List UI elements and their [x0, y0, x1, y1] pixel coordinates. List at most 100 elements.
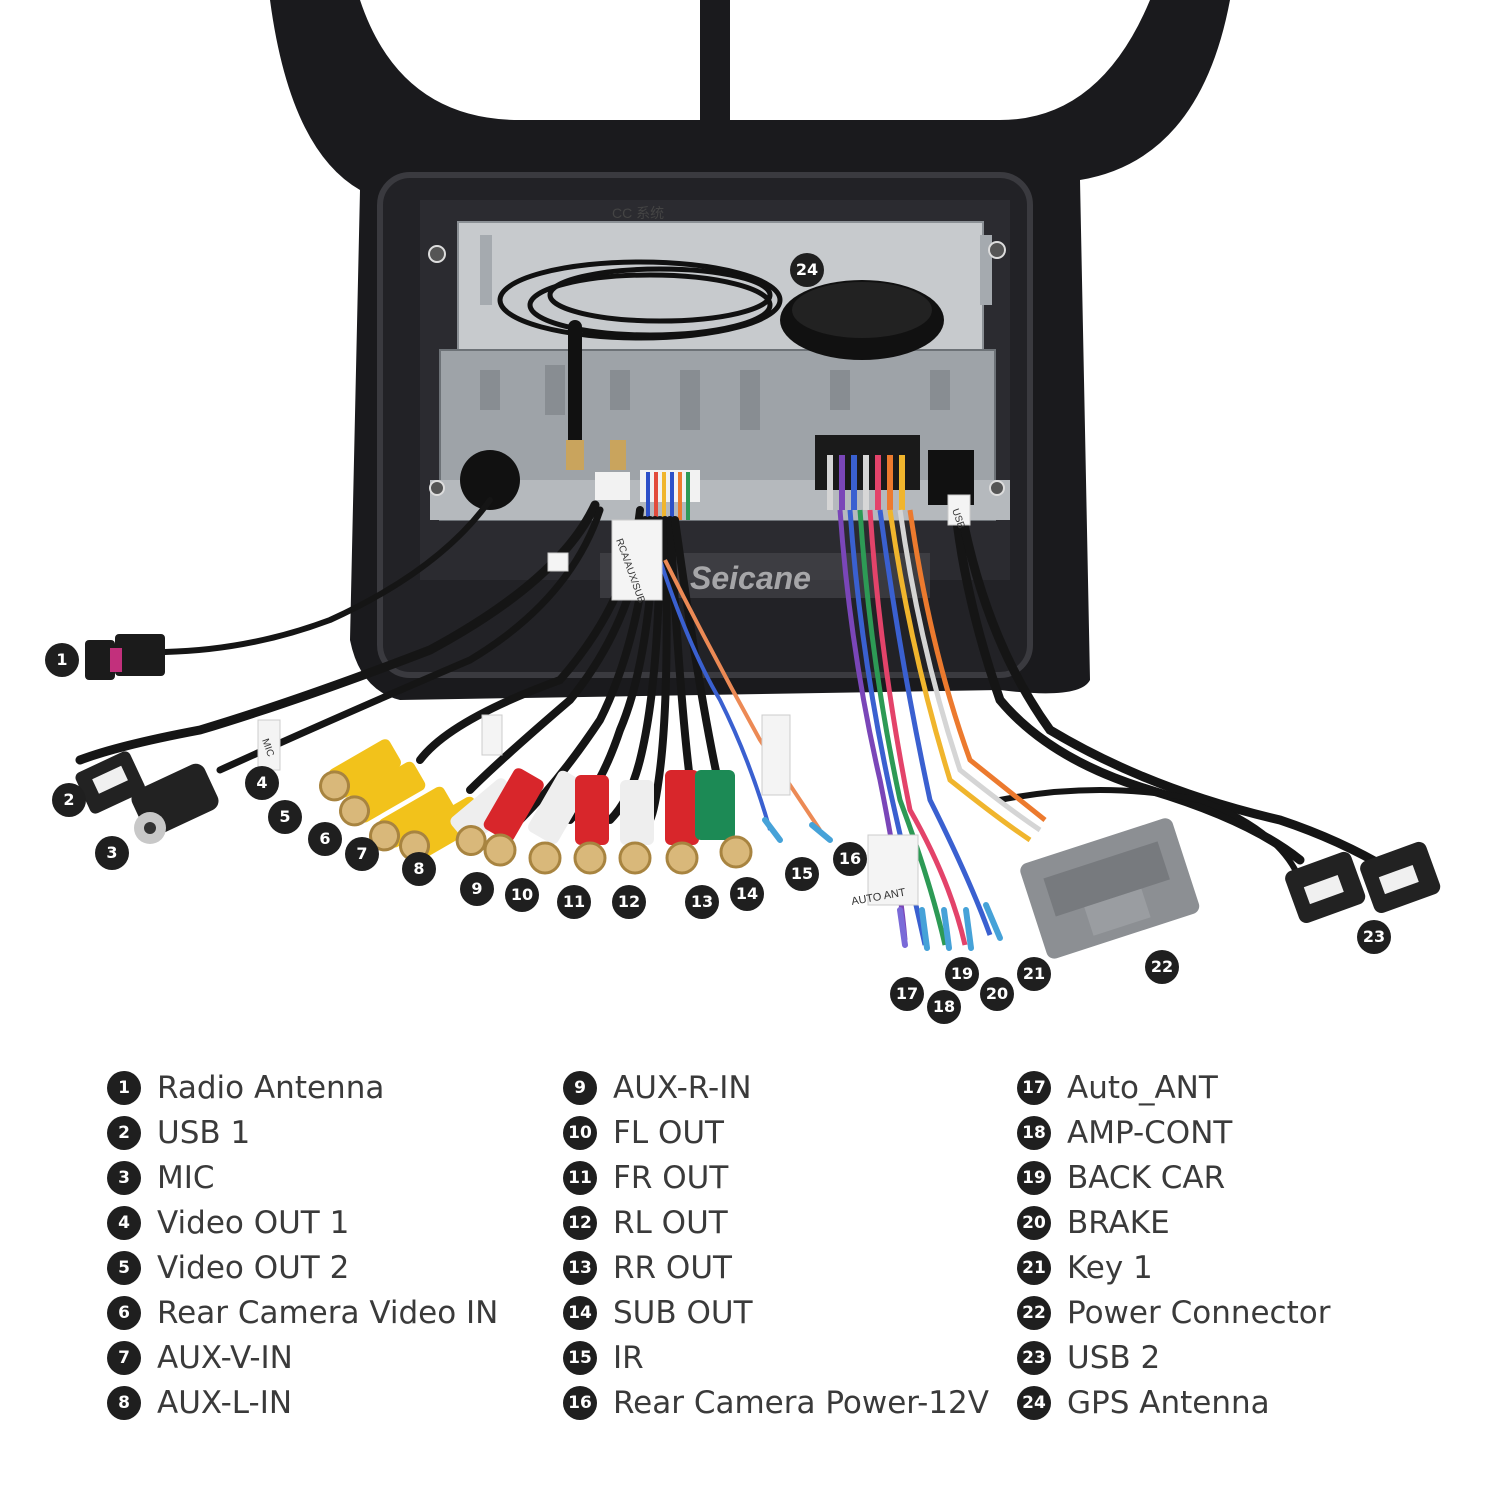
mounting-screws [428, 241, 1006, 496]
callout-17: 17 [890, 977, 924, 1011]
legend-number: 10 [563, 1115, 597, 1150]
legend-number: 24 [1017, 1385, 1051, 1420]
legend-label: FR OUT [613, 1159, 729, 1196]
gps-antenna [780, 280, 944, 360]
legend-number: 14 [563, 1295, 597, 1330]
legend-item: 13 RR OUT [563, 1245, 989, 1290]
usb2-connectors [1285, 841, 1441, 924]
legend-number: 8 [107, 1385, 141, 1420]
brand-watermark: Seicane [690, 560, 811, 596]
legend-label: RL OUT [613, 1204, 728, 1241]
legend-number: 5 [107, 1250, 141, 1285]
callout-15: 15 [785, 857, 819, 891]
callout-3: 3 [95, 836, 129, 870]
power-connector [1020, 818, 1200, 959]
callout-12: 12 [612, 885, 646, 919]
legend-number: 12 [563, 1205, 597, 1240]
dash-center-strut [700, 0, 730, 170]
legend-label: AMP-CONT [1067, 1114, 1233, 1151]
legend-number: 3 [107, 1160, 141, 1195]
legend-label: FL OUT [613, 1114, 724, 1151]
legend-label: Rear Camera Power-12V [613, 1384, 989, 1421]
legend-number: 18 [1017, 1115, 1051, 1150]
legend-number: 20 [1017, 1205, 1051, 1240]
callout-24: 24 [790, 253, 824, 287]
legend-item: 5 Video OUT 2 [107, 1245, 498, 1290]
callout-20: 20 [980, 977, 1014, 1011]
unit-top-badge: CC 系统 [612, 205, 664, 221]
legend-label: RR OUT [613, 1249, 732, 1286]
callout-16: 16 [833, 842, 867, 876]
legend-number: 2 [107, 1115, 141, 1150]
legend-label: MIC [157, 1159, 215, 1196]
legend-item: 24 GPS Antenna [1017, 1380, 1330, 1425]
legend-item: 1 Radio Antenna [107, 1065, 498, 1110]
callout-5: 5 [268, 800, 302, 834]
legend-label: BACK CAR [1067, 1159, 1226, 1196]
legend-number: 13 [563, 1250, 597, 1285]
callout-10: 10 [505, 878, 539, 912]
legend-label: Video OUT 2 [157, 1249, 350, 1286]
callout-11: 11 [557, 885, 591, 919]
power-harness-wires-top [827, 455, 905, 510]
wiring-diagram: CC 系统 RCA/AUX/SUB USB MIC AUTO ANT [75, 0, 1441, 959]
gps-cable-coil [497, 259, 783, 341]
callout-7: 7 [345, 837, 379, 871]
legend-item: 10 FL OUT [563, 1110, 989, 1155]
sma-connectors [566, 440, 626, 470]
callout-13: 13 [685, 885, 719, 919]
thin-wires [658, 559, 822, 832]
callout-18: 18 [927, 990, 961, 1024]
legend-label: Auto_ANT [1067, 1069, 1218, 1106]
legend-number: 16 [563, 1385, 597, 1420]
legend-label: Key 1 [1067, 1249, 1153, 1286]
rca-harness-connector [595, 472, 630, 500]
legend-label: GPS Antenna [1067, 1384, 1270, 1421]
legend-item: 17 Auto_ANT [1017, 1065, 1330, 1110]
legend-number: 1 [107, 1070, 141, 1105]
legend-label: Rear Camera Video IN [157, 1294, 499, 1331]
legend-label: SUB OUT [613, 1294, 753, 1331]
fakra-connector [85, 634, 165, 680]
legend-number: 4 [107, 1205, 141, 1240]
legend-item: 20 BRAKE [1017, 1200, 1330, 1245]
wire-tips [762, 817, 1003, 951]
legend-number: 22 [1017, 1295, 1051, 1330]
legend-item: 23 USB 2 [1017, 1335, 1330, 1380]
legend-number: 19 [1017, 1160, 1051, 1195]
wifi-antenna [568, 320, 582, 450]
callout-9: 9 [460, 872, 494, 906]
callout-21: 21 [1017, 957, 1051, 991]
legend-label: IR [613, 1339, 644, 1376]
legend-item: 14 SUB OUT [563, 1290, 989, 1335]
callout-2: 2 [52, 783, 86, 817]
legend-number: 23 [1017, 1340, 1051, 1375]
callout-4: 4 [245, 766, 279, 800]
legend-label: USB 2 [1067, 1339, 1161, 1376]
rca-plugs [319, 739, 753, 875]
callout-23: 23 [1357, 920, 1391, 954]
chassis-ribs [480, 365, 950, 430]
cable-tags [257, 494, 971, 906]
legend-item: 18 AMP-CONT [1017, 1110, 1330, 1155]
legend-label: Radio Antenna [157, 1069, 385, 1106]
legend-item: 3 MIC [107, 1155, 498, 1200]
mic-jack [131, 763, 219, 844]
callout-19: 19 [945, 957, 979, 991]
legend-label: AUX-V-IN [157, 1339, 293, 1376]
legend-label: BRAKE [1067, 1204, 1170, 1241]
legend-number: 17 [1017, 1070, 1051, 1105]
callout-6: 6 [308, 822, 342, 856]
